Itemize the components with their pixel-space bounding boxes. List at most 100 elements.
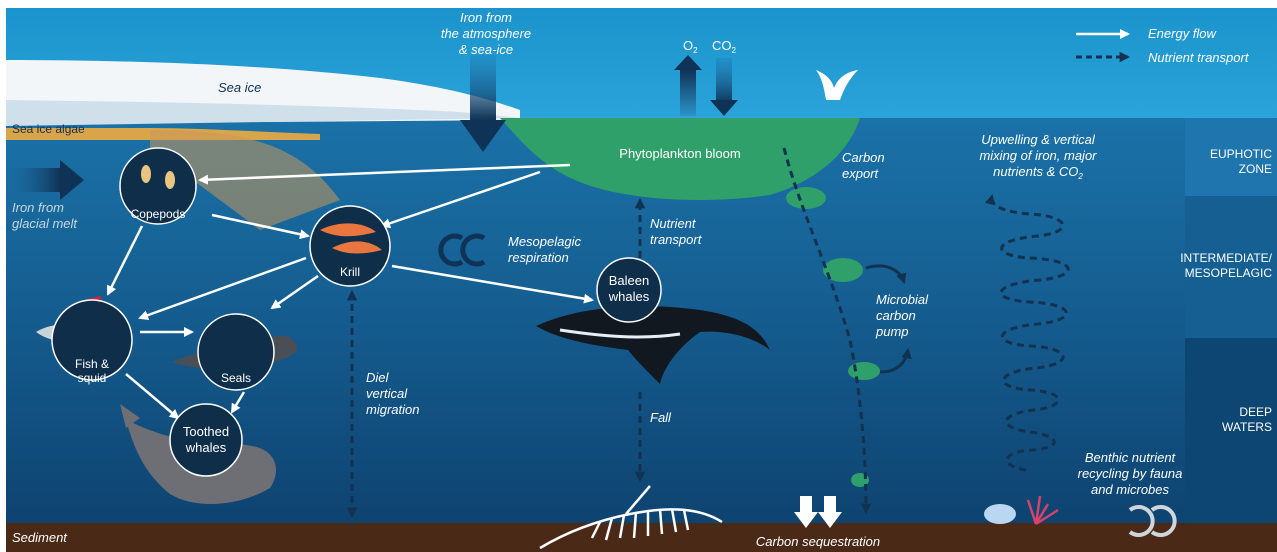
sediment-label: Sediment — [12, 530, 68, 545]
benthic-fauna-icon — [984, 495, 1059, 526]
iron-atmosphere-label-2: the atmosphere — [441, 26, 531, 41]
iron-glacial-label-2: glacial melt — [12, 216, 78, 231]
algae-cloud — [150, 130, 340, 230]
nutrient-transport-label-1: Nutrient — [650, 216, 697, 231]
mesopelagic-respiration-icon — [438, 233, 486, 267]
legend-energy-label: Energy flow — [1148, 26, 1218, 41]
baleen-whale-icon — [536, 306, 770, 384]
arrow-krill-to-baleen — [391, 264, 594, 304]
krill-label: Krill — [340, 265, 360, 279]
iron-atmosphere-shaft — [470, 55, 496, 120]
mesopelagic-label-2: respiration — [508, 250, 569, 265]
diel-label-2: vertical — [366, 386, 408, 401]
baleen-whales-node — [596, 257, 662, 323]
arrow-seals-to-toothed — [230, 391, 246, 414]
arrow-krill-to-seals — [270, 274, 319, 310]
co2-arrow-shaft — [716, 58, 732, 104]
upwelling-label-2: mixing of iron, major — [979, 148, 1097, 163]
whale-skeleton-icon — [539, 485, 723, 550]
baleen-whales-label-2: whales — [608, 289, 650, 304]
benthic-recycling-icon — [1128, 505, 1177, 537]
fish-squid-node — [51, 299, 133, 381]
krill-icon — [320, 223, 382, 254]
carbon-export-label-1: Carbon — [842, 150, 885, 165]
microbial-pump-arrow-1 — [865, 264, 907, 284]
phytoplankton-bloom — [500, 118, 860, 200]
seals-label: Seals — [221, 371, 251, 385]
microbial-pump-label-1: Microbial — [876, 292, 929, 307]
benthic-label-1: Benthic nutrient — [1085, 450, 1177, 465]
zone-band-deep — [1185, 338, 1277, 524]
whale-tail-icon — [816, 70, 858, 100]
zone-euphotic-label-1: EUPHOTIC — [1210, 147, 1272, 161]
phytoplankton-label: Phytoplankton bloom — [619, 146, 740, 161]
baleen-whales-label-1: Baleen — [609, 273, 649, 288]
zone-deep-label-1: DEEP — [1239, 405, 1272, 419]
sequestration-arrow-icon-2 — [818, 496, 842, 528]
carbon-blob-3 — [848, 362, 880, 380]
zone-deep-label-2: WATERS — [1222, 420, 1272, 434]
fall-label: Fall — [650, 410, 672, 425]
toothed-whale-tail — [120, 404, 140, 428]
mesopelagic-label-1: Mesopelagic — [508, 234, 581, 249]
microbial-pump-label-2: carbon — [876, 308, 916, 323]
copepods-label: Copepods — [131, 207, 186, 221]
seals-node — [197, 313, 275, 391]
carbon-sequestration-label: Carbon sequestration — [756, 534, 880, 549]
upwelling-spiral — [984, 193, 1070, 472]
o2-arrow-icon — [674, 55, 702, 70]
benthic-label-3: and microbes — [1091, 482, 1170, 497]
nutrient-arrows — [346, 147, 1070, 519]
zone-band-euphotic — [1185, 118, 1277, 196]
arrow-krill-to-fish — [138, 256, 307, 320]
legend-nutrient-label: Nutrient transport — [1148, 50, 1250, 65]
iron-glacial-shaft — [10, 168, 60, 192]
upwelling-label-3: nutrients & CO2 — [993, 164, 1083, 181]
nutrient-transport-label-2: transport — [650, 232, 703, 247]
zone-intermediate-label-1: INTERMEDIATE/ — [1180, 251, 1272, 265]
iron-glacial-label-1: Iron from — [12, 200, 64, 215]
sea-ice-algae-label: Sea ice algae — [12, 122, 85, 136]
iron-atmosphere-label-3: & sea-ice — [459, 42, 513, 57]
copepods-node — [119, 147, 197, 225]
carbon-export-label-2: export — [842, 166, 880, 181]
sea-ice-underside — [6, 100, 520, 126]
o2-arrow-shaft — [680, 70, 696, 116]
labels: Energy flow Nutrient transport Iron from… — [12, 10, 1273, 549]
arrow-fish-to-toothed — [125, 373, 180, 420]
toothed-whales-node — [169, 403, 243, 477]
sea-ice-label: Sea ice — [218, 80, 261, 95]
arrow-phyto-to-copepods — [198, 163, 571, 185]
zone-band-intermediate — [1185, 196, 1277, 338]
zone-euphotic-label-2: ZONE — [1239, 162, 1272, 176]
sequestration-arrow-icon-1 — [794, 496, 818, 528]
microbial-pump-arrow-2 — [879, 347, 912, 374]
o2-label: O2 — [683, 38, 698, 55]
iron-atmosphere-label-1: Iron from — [460, 10, 512, 25]
diel-label-3: migration — [366, 402, 419, 417]
iron-atmosphere-arrow-icon — [460, 120, 506, 152]
diel-label-1: Diel — [366, 370, 390, 385]
zone-intermediate-label-2: MESOPELAGIC — [1185, 266, 1273, 280]
upwelling-label-1: Upwelling & vertical — [981, 132, 1096, 147]
arrow-phyto-to-krill — [380, 170, 541, 229]
energy-flow-arrows — [106, 163, 594, 420]
co2-label: CO2 — [712, 38, 737, 55]
iron-glacial-arrow-icon — [60, 160, 84, 200]
carbon-blob-1 — [786, 187, 826, 209]
arrow-copepods-to-krill — [211, 213, 310, 240]
toothed-whales-label-2: whales — [185, 440, 227, 455]
benthic-label-2: recycling by fauna — [1078, 466, 1183, 481]
sediment-layer — [6, 523, 1277, 552]
toothed-whales-label-1: Toothed — [183, 424, 229, 439]
microbial-pump-label-3: pump — [875, 324, 909, 339]
copepod-icon — [141, 165, 175, 189]
fish-squid-label-1: Fish & — [75, 357, 109, 371]
fish-squid-label-2: squid — [78, 371, 107, 385]
baleen-whale-belly — [559, 328, 681, 339]
co2-arrow-icon — [710, 100, 738, 116]
arrow-copepods-to-fish — [106, 225, 144, 296]
carbon-blob-2 — [823, 258, 863, 282]
